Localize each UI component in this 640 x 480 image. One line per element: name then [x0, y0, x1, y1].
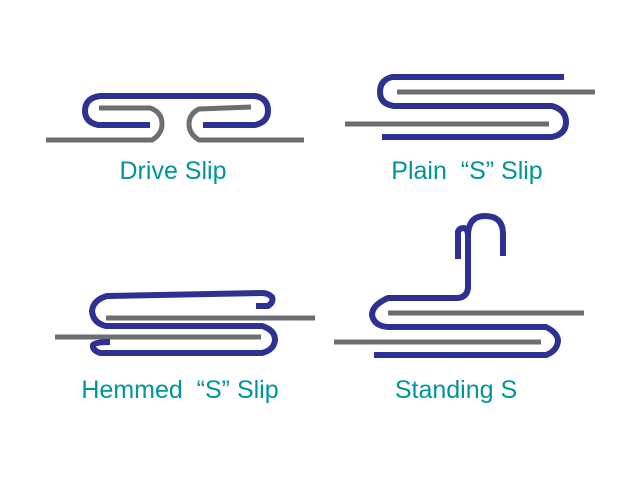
- drive-slip-sheet-left: [46, 105, 165, 143]
- standing-s-diagram: [334, 213, 584, 358]
- drive-slip-sheet-right: [186, 104, 304, 143]
- hemmed-s-slip-diagram: [55, 290, 315, 356]
- standing-s-label: Standing S: [394, 376, 518, 404]
- drive-slip-cleat: [82, 93, 271, 128]
- plain-s-cleat: [377, 74, 569, 140]
- drive-slip-diagram: [46, 93, 304, 143]
- hemmed-s-cleat: [89, 290, 278, 356]
- drive-slip-label: Drive Slip: [119, 157, 227, 185]
- plain-s-slip-label: Plain “S” Slip: [391, 157, 543, 185]
- standing-s-cleat: [369, 225, 561, 358]
- standing-s-hook: [465, 213, 506, 256]
- hemmed-s-slip-label: Hemmed “S” Slip: [81, 376, 279, 404]
- plain-s-slip-diagram: [345, 74, 595, 140]
